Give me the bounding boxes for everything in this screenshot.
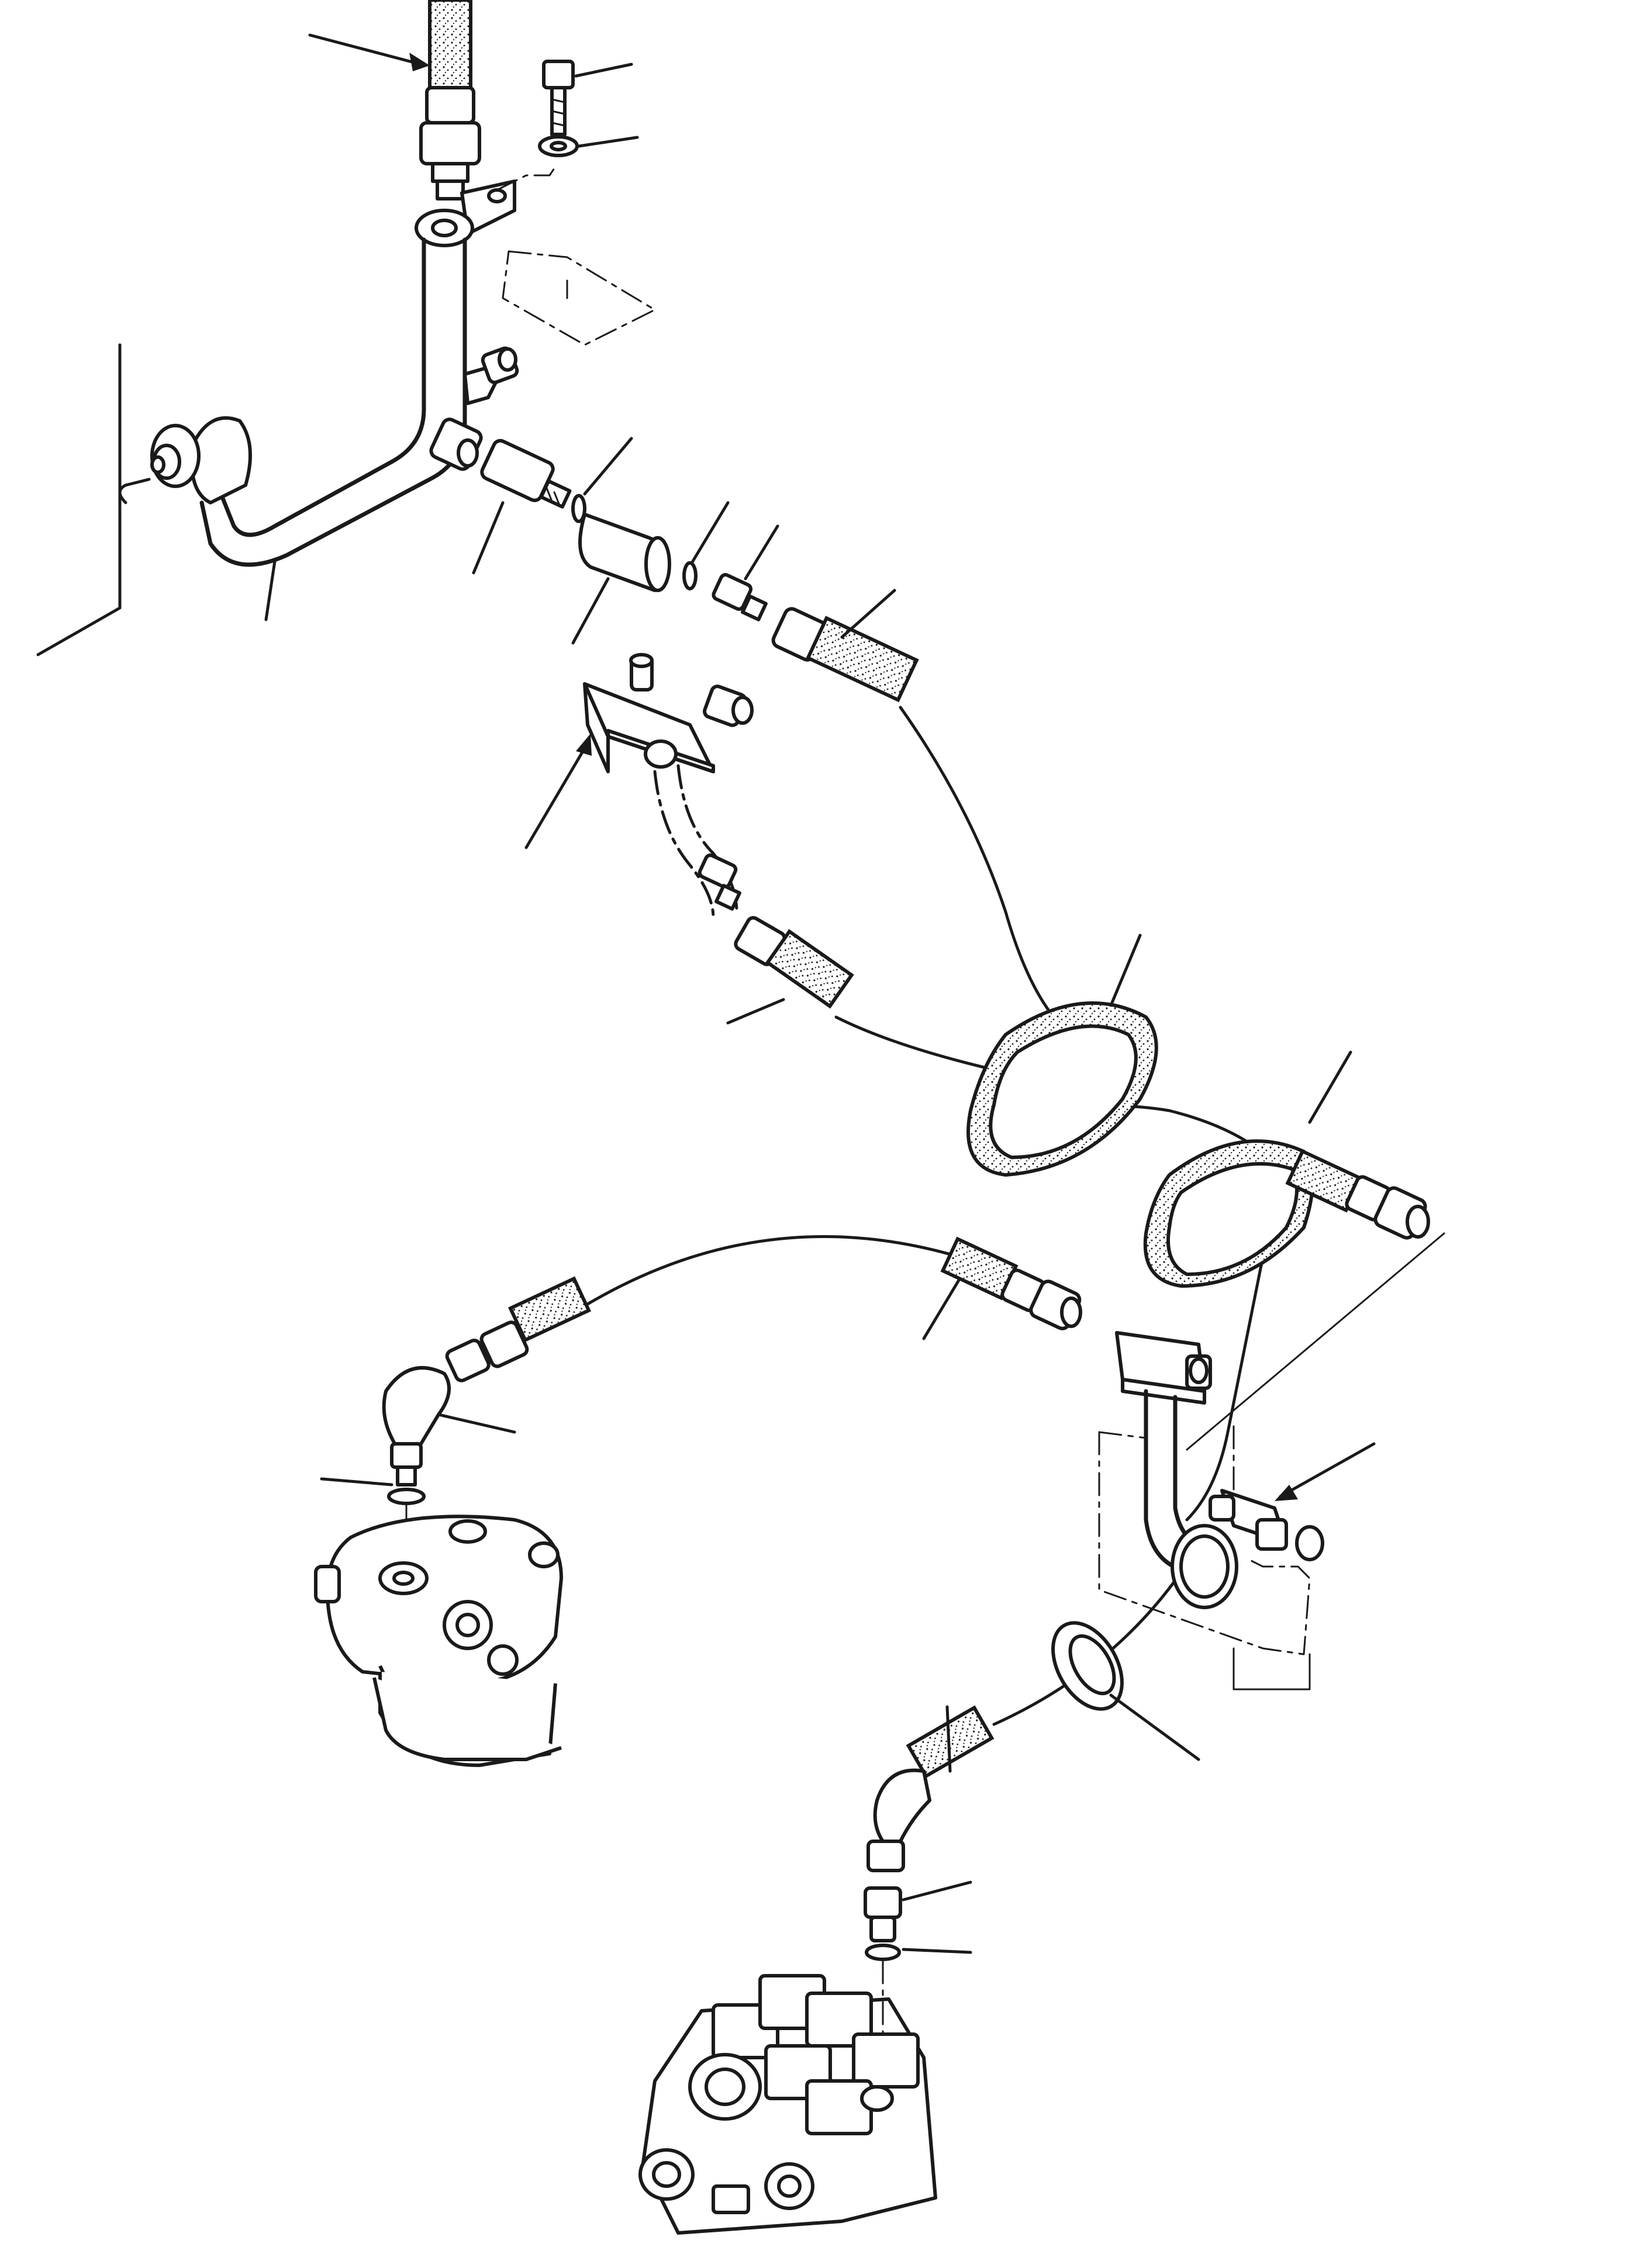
lower-hose-end-center (726, 916, 854, 1025)
tee-valve-block (524, 653, 754, 849)
lower-adapter (864, 1880, 972, 1942)
top-hose-end (419, 0, 481, 200)
steel-tube (118, 209, 474, 567)
hose-coil-right (1143, 1050, 1352, 1288)
leader-line (308, 33, 430, 71)
grommet-seal (1051, 1621, 1200, 1761)
tube-nut (429, 417, 483, 471)
bolt (542, 60, 633, 136)
adapter-fitting (712, 524, 779, 621)
hose-end-coil-exit (1186, 1149, 1445, 1451)
dashed-hose-to-tee (653, 764, 741, 919)
left-pump-unit (314, 1515, 563, 1767)
washer (538, 135, 639, 157)
tee-bleed-fitting (463, 346, 519, 405)
check-valve-body (571, 513, 671, 645)
mounting-bracket (460, 165, 656, 346)
left-hose-end (445, 1276, 592, 1382)
elbow-fitting-left (320, 1366, 516, 1486)
lower-hose-elbow (866, 1705, 995, 1872)
valve-switch-right (1209, 1442, 1376, 1561)
hose-end-middle (922, 1236, 1082, 1340)
hose-coil-left (966, 934, 1158, 1177)
o-ring-1 (571, 437, 633, 523)
wall-and-leaders (36, 343, 277, 656)
o-ring-2 (682, 501, 730, 590)
hose-end-right (771, 589, 919, 703)
adapter-union (472, 438, 572, 575)
o-ring-lower (865, 1944, 972, 1961)
control-valve-assembly (638, 1960, 937, 2235)
right-manifold-block (1098, 1331, 1311, 1690)
